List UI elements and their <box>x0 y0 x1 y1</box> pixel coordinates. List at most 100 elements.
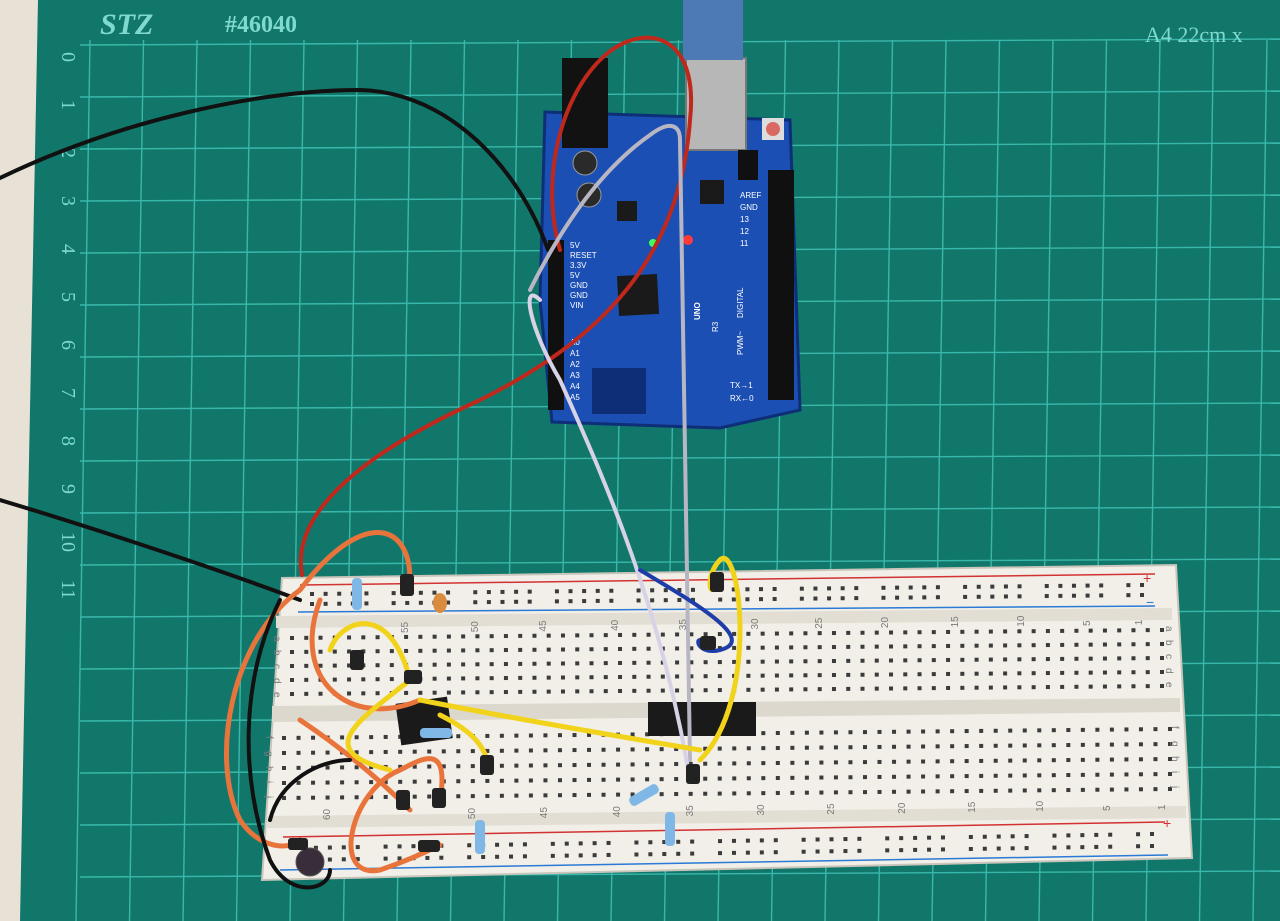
breadboard-hole <box>846 630 851 635</box>
wire-blue <box>638 568 734 653</box>
breadboard-hole <box>481 855 486 860</box>
breadboard-hole <box>1003 643 1008 648</box>
breadboard-hole <box>554 589 559 594</box>
breadboard-hole <box>1031 629 1036 634</box>
breadboard-hole <box>662 840 667 845</box>
resistor-icon <box>475 820 485 854</box>
breadboard-hole <box>990 594 995 599</box>
breadboard-hole <box>1031 643 1036 648</box>
breadboard-hole <box>950 759 955 764</box>
breadboard-hole <box>439 855 444 860</box>
breadboard-hole <box>527 589 532 594</box>
breadboard-hole <box>1145 684 1150 689</box>
breadboard-hole <box>874 672 879 677</box>
breadboard-hole <box>404 634 409 639</box>
breadboard-hole <box>1088 684 1093 689</box>
icsp-header <box>738 150 758 180</box>
breadboard-hole <box>560 661 565 666</box>
breadboard-hole <box>389 649 394 654</box>
breadboard-hole <box>817 631 822 636</box>
breadboard-hole <box>817 673 822 678</box>
electrolytic-capacitor-icon <box>295 847 325 877</box>
breadboard-hole <box>931 658 936 663</box>
breadboard-hole <box>405 600 410 605</box>
breadboard-hole <box>601 777 606 782</box>
breadboard-hole <box>689 632 694 637</box>
breadboard-hole <box>616 792 621 797</box>
breadboard-hole <box>903 686 908 691</box>
breadboard-hole <box>1017 643 1022 648</box>
board-revision: R3 <box>711 321 720 332</box>
breadboard-hole <box>546 661 551 666</box>
breadboard-hole <box>790 745 795 750</box>
column-number: 5 <box>1102 805 1113 811</box>
breadboard-hole <box>908 585 913 590</box>
row-letter: b <box>1163 640 1174 646</box>
grid-line <box>79 558 1280 566</box>
breadboard-hole <box>1022 728 1027 733</box>
breadboard-hole <box>575 647 580 652</box>
breadboard-hole <box>717 632 722 637</box>
breadboard-hole <box>803 645 808 650</box>
breadboard-hole <box>903 644 908 649</box>
breadboard-hole <box>325 795 330 800</box>
breadboard-hole <box>630 732 635 737</box>
row-letter: d <box>1163 668 1174 674</box>
breadboard-hole <box>606 840 611 845</box>
breadboard-hole <box>398 764 403 769</box>
breadboard-hole <box>773 850 778 855</box>
breadboard-hole <box>1003 657 1008 662</box>
breadboard-hole <box>503 662 508 667</box>
breadboard-hole <box>917 672 922 677</box>
breadboard-hole <box>1095 787 1100 792</box>
breadboard-hole <box>846 644 851 649</box>
wire-yellow <box>327 621 413 683</box>
breadboard-hole <box>1022 773 1027 778</box>
breadboard-hole <box>603 661 608 666</box>
ruler-number: 10 <box>57 532 79 552</box>
column-number: 5 <box>1082 620 1093 626</box>
digital-pin-label: GND <box>740 203 758 212</box>
breadboard-hole <box>304 677 309 682</box>
breadboard-hole <box>1010 846 1015 851</box>
column-number: 20 <box>897 802 908 814</box>
pwm-label: PWM~ <box>736 330 745 355</box>
usb-cable <box>683 0 743 60</box>
breadboard-hole <box>1136 844 1141 849</box>
breadboard-hole <box>1140 583 1144 587</box>
column-number: 1 <box>1157 804 1168 810</box>
breadboard-hole <box>759 850 764 855</box>
breadboard-hole <box>290 650 294 654</box>
breadboard-hole <box>1140 593 1144 597</box>
breadboard-hole <box>601 792 606 797</box>
breadboard-hole <box>817 645 822 650</box>
row-letter: e <box>1163 682 1174 688</box>
breadboard-hole <box>364 601 369 606</box>
breadboard-hole <box>575 675 580 680</box>
breadboard-hole <box>804 745 809 750</box>
breadboard-hole <box>1045 671 1050 676</box>
wire-black <box>0 87 550 252</box>
breadboard-hole <box>446 634 451 639</box>
breadboard-hole <box>874 686 879 691</box>
breadboard-hole <box>801 837 806 842</box>
breadboard-hole <box>874 630 879 635</box>
breadboard-hole <box>425 855 430 860</box>
breadboard-hole <box>1095 757 1100 762</box>
breadboard-hole <box>313 845 318 850</box>
breadboard-hole <box>632 632 637 637</box>
breadboard-hole <box>1153 757 1158 762</box>
breadboard-hole <box>389 677 394 682</box>
breadboard-hole <box>499 733 504 738</box>
breadboard-hole <box>587 777 592 782</box>
breadboard-hole <box>979 758 984 763</box>
power-pin-label: GND <box>570 281 588 290</box>
breadboard-hole <box>993 758 998 763</box>
breadboard-hole <box>418 634 423 639</box>
breadboard-hole <box>819 745 824 750</box>
breadboard-hole <box>732 631 737 636</box>
breadboard-hole <box>1102 670 1107 675</box>
breadboard-hole <box>946 629 951 634</box>
breadboard-hole <box>1138 742 1143 747</box>
